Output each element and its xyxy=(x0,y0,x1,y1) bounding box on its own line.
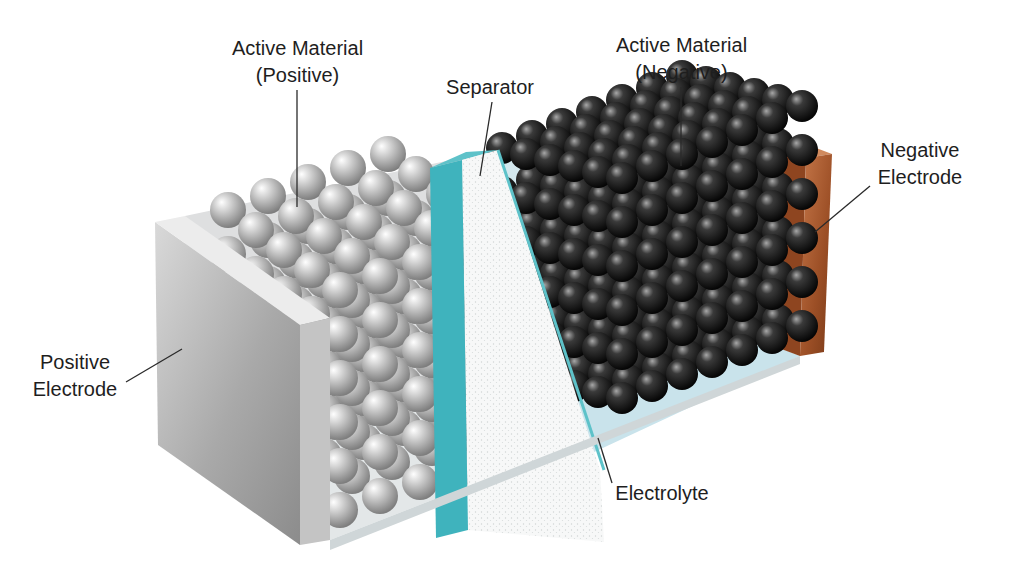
negative-material-sphere xyxy=(636,194,668,226)
negative-material-sphere xyxy=(606,338,638,370)
part-label: Separator xyxy=(420,74,560,101)
negative-material-sphere xyxy=(726,114,758,146)
negative-material-sphere xyxy=(666,358,698,390)
leader-line xyxy=(126,349,182,382)
positive-material-sphere xyxy=(402,420,438,456)
negative-material-sphere xyxy=(606,382,638,414)
negative-material-sphere xyxy=(786,178,818,210)
negative-material-sphere xyxy=(756,102,788,134)
box-front-edge xyxy=(330,356,800,550)
negative-material-sphere xyxy=(696,214,728,246)
part-label: Active Material (Negative) xyxy=(574,32,789,86)
negative-material-sphere xyxy=(606,250,638,282)
positive-material-sphere xyxy=(362,478,398,514)
negative-material-sphere xyxy=(756,322,788,354)
positive-material-sphere xyxy=(362,258,398,294)
part-label: Active Material (Positive) xyxy=(190,35,405,89)
negative-material-sphere xyxy=(726,246,758,278)
negative-material-sphere xyxy=(726,202,758,234)
negative-material-sphere xyxy=(696,346,728,378)
negative-material-sphere xyxy=(786,222,818,254)
negative-material-sphere xyxy=(696,302,728,334)
negative-material-sphere xyxy=(726,290,758,322)
negative-material-sphere xyxy=(726,158,758,190)
positive-material-sphere xyxy=(402,332,438,368)
negative-material-sphere xyxy=(666,182,698,214)
negative-material-sphere xyxy=(696,170,728,202)
negative-material-sphere xyxy=(606,294,638,326)
leader-line xyxy=(598,438,612,483)
positive-material-sphere xyxy=(402,376,438,412)
separator-cyan-face xyxy=(430,160,468,538)
negative-material-sphere xyxy=(696,258,728,290)
positive-material-sphere xyxy=(362,302,398,338)
negative-material-sphere xyxy=(696,126,728,158)
separator-edge xyxy=(498,150,604,470)
negative-material-sphere xyxy=(756,146,788,178)
negative-material-sphere xyxy=(786,310,818,342)
negative-material-sphere xyxy=(666,226,698,258)
negative-material-sphere xyxy=(636,370,668,402)
part-label: Electrolyte xyxy=(600,480,724,507)
positive-material-sphere xyxy=(362,434,398,470)
negative-material-sphere xyxy=(666,270,698,302)
leader-line xyxy=(680,87,681,166)
positive-material-sphere xyxy=(322,272,358,308)
positive-material-sphere xyxy=(402,464,438,500)
negative-material-sphere xyxy=(786,266,818,298)
negative-material-sphere xyxy=(606,206,638,238)
leader-line xyxy=(815,186,870,232)
positive-material-sphere xyxy=(362,346,398,382)
negative-material-sphere xyxy=(756,234,788,266)
negative-material-sphere xyxy=(636,238,668,270)
leader-line xyxy=(480,102,492,176)
aluminium-plate-top xyxy=(155,216,330,325)
part-label: Negative Electrode xyxy=(860,137,980,191)
negative-material-sphere xyxy=(756,190,788,222)
negative-material-sphere xyxy=(606,162,638,194)
negative-material-sphere xyxy=(636,282,668,314)
aluminium-plate-edge xyxy=(300,318,330,545)
negative-material-sphere xyxy=(726,334,758,366)
negative-material-sphere xyxy=(666,138,698,170)
negative-material-sphere xyxy=(636,150,668,182)
negative-material-sphere xyxy=(786,134,818,166)
positive-material-sphere xyxy=(362,390,398,426)
negative-material-sphere xyxy=(786,90,818,122)
negative-material-sphere xyxy=(666,314,698,346)
part-label: Positive Electrode xyxy=(15,349,135,403)
negative-material-sphere xyxy=(636,326,668,358)
leader-line xyxy=(296,90,297,207)
negative-material-sphere xyxy=(756,278,788,310)
copper-inner-face xyxy=(656,100,806,356)
